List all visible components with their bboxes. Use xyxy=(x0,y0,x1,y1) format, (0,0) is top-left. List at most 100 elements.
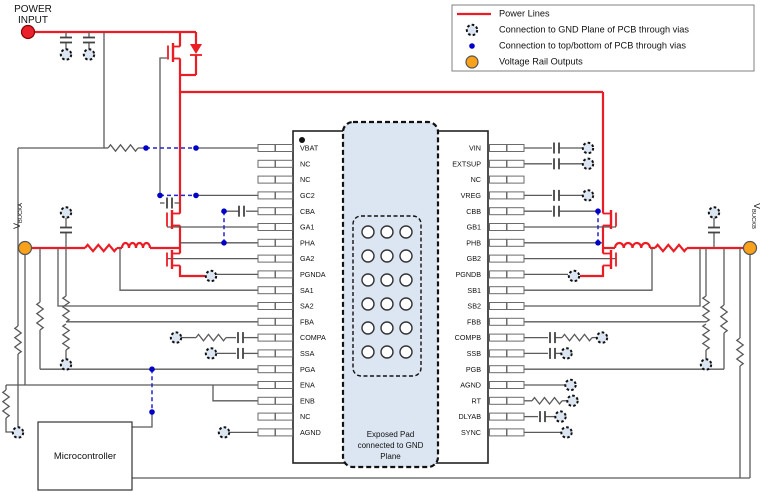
microcontroller-box xyxy=(37,421,133,491)
capacitor-icon xyxy=(166,197,173,209)
thermal-via-icon xyxy=(380,249,394,263)
thermal-via-icon xyxy=(399,297,413,311)
gnd-via-icon xyxy=(82,48,96,61)
resistor xyxy=(13,325,23,355)
pin-left-pha-6: PHA xyxy=(257,238,315,247)
pin-label: GA1 xyxy=(300,223,314,232)
resistor xyxy=(561,333,593,342)
pin-left-agnd-18: AGND xyxy=(257,428,321,437)
resistor xyxy=(84,243,118,253)
layer-via-icon xyxy=(149,366,155,373)
layer-via-icon xyxy=(193,192,199,199)
pin-right-gb1-5: GB1 xyxy=(467,223,525,232)
pin-label: NC xyxy=(300,412,310,421)
legend-item-label: Connection to top/bottom of PCB through … xyxy=(499,40,686,50)
resistor xyxy=(735,337,745,367)
pin-right-cbb-4: CBB xyxy=(466,207,525,216)
vbucka-label: VBUCKA xyxy=(12,203,24,229)
thermal-via-icon xyxy=(361,225,375,239)
layer-via-icon xyxy=(595,208,601,214)
pin-label: NC xyxy=(300,159,310,168)
capacitor-icon xyxy=(237,332,244,344)
gnd-via-icon xyxy=(581,189,595,202)
capacitor-icon xyxy=(553,142,560,154)
legend-item-power-lines: Power Lines xyxy=(457,8,550,18)
gnd-via-icon xyxy=(567,269,581,283)
pin-label: GA2 xyxy=(300,254,314,263)
layer-via-icon xyxy=(157,192,163,199)
capacitor-icon xyxy=(553,189,560,201)
pin-label: GB1 xyxy=(467,223,481,232)
pin-label: SSB xyxy=(467,349,482,358)
thermal-via-icon xyxy=(399,249,413,263)
resistor xyxy=(701,323,711,351)
legend-item-layer-via: Connection to top/bottom of PCB through … xyxy=(469,40,686,50)
pin-left-sa2-10: SA2 xyxy=(257,302,314,311)
capacitor-icon xyxy=(539,411,546,423)
capacitor-icon xyxy=(553,205,560,217)
thermal-via-icon xyxy=(361,345,375,359)
resistor xyxy=(654,243,688,253)
mosfet-icon xyxy=(603,250,617,269)
legend-box xyxy=(451,4,755,72)
capacitor-icon xyxy=(237,347,244,359)
pin-label: PGB xyxy=(466,365,481,374)
pin-label: VIN xyxy=(469,144,481,153)
pin-label: VBAT xyxy=(300,144,319,153)
pin-label: PGNDA xyxy=(300,270,326,279)
pin-left-fba-11: FBA xyxy=(257,317,314,326)
mosfet-icon xyxy=(166,210,180,229)
thermal-via-icon xyxy=(399,225,413,239)
pin-right-dlyab-17: DLYAB xyxy=(458,412,525,421)
wire xyxy=(119,248,258,291)
pin-label: EXTSUP xyxy=(452,159,481,168)
pin-left-cba-4: CBA xyxy=(257,207,315,216)
pin-right-agnd-15: AGND xyxy=(460,381,525,390)
resistor xyxy=(35,301,45,331)
gnd-via-icon xyxy=(554,410,567,423)
gnd-via-icon xyxy=(11,426,25,439)
layer-via-icon xyxy=(595,240,601,246)
pin-left-nc-17: NC xyxy=(257,412,310,421)
mosfet-icon xyxy=(603,210,617,229)
legend: Power Lines Connection to GND Plane of P… xyxy=(451,4,755,72)
thermal-via-icon xyxy=(361,273,375,287)
thermal-via-icon xyxy=(399,345,413,359)
pin-left-pgnda-8: PGNDA xyxy=(257,270,326,279)
legend-item-gnd-via: Connection to GND Plane of PCB through v… xyxy=(465,23,689,37)
pin-right-ssb-13: SSB xyxy=(467,349,525,358)
capacitor-icon xyxy=(60,226,72,234)
thermal-via-icon xyxy=(361,321,375,335)
wire xyxy=(523,248,701,307)
pin-left-nc-2: NC xyxy=(257,175,310,184)
capacitor-icon xyxy=(708,226,720,234)
pin-right-fbb-11: FBB xyxy=(467,317,525,326)
pin-right-phb-6: PHB xyxy=(466,238,525,247)
capacitor-icon xyxy=(553,158,560,170)
pin-left-ena-15: ENA xyxy=(257,381,315,390)
wire xyxy=(132,412,153,428)
legend-item-label: Connection to GND Plane of PCB through v… xyxy=(499,24,689,34)
inductor-icon xyxy=(120,241,152,249)
pin-label: RT xyxy=(472,396,482,405)
pin-right-sync-18: SYNC xyxy=(461,428,525,437)
thermal-via-icon xyxy=(380,321,394,335)
wiring xyxy=(1,30,751,479)
power-input-label: POWER xyxy=(14,4,52,15)
thermal-via-icon xyxy=(380,297,394,311)
gnd-via-icon xyxy=(204,347,218,360)
gnd-via-icon xyxy=(59,358,73,371)
power-input-label: INPUT xyxy=(18,15,48,26)
resistor xyxy=(107,143,139,153)
wire xyxy=(159,57,167,196)
pin-label: PGA xyxy=(300,365,315,374)
components xyxy=(11,36,721,439)
gnd-via-icon xyxy=(595,331,609,344)
gnd-via-icon xyxy=(581,141,595,155)
gnd-via-icon xyxy=(169,331,183,344)
layer-via-icon xyxy=(221,240,227,246)
pin-label: CBA xyxy=(300,207,315,216)
pin-label: SSA xyxy=(300,349,315,358)
thermal-via-grid xyxy=(361,225,413,359)
